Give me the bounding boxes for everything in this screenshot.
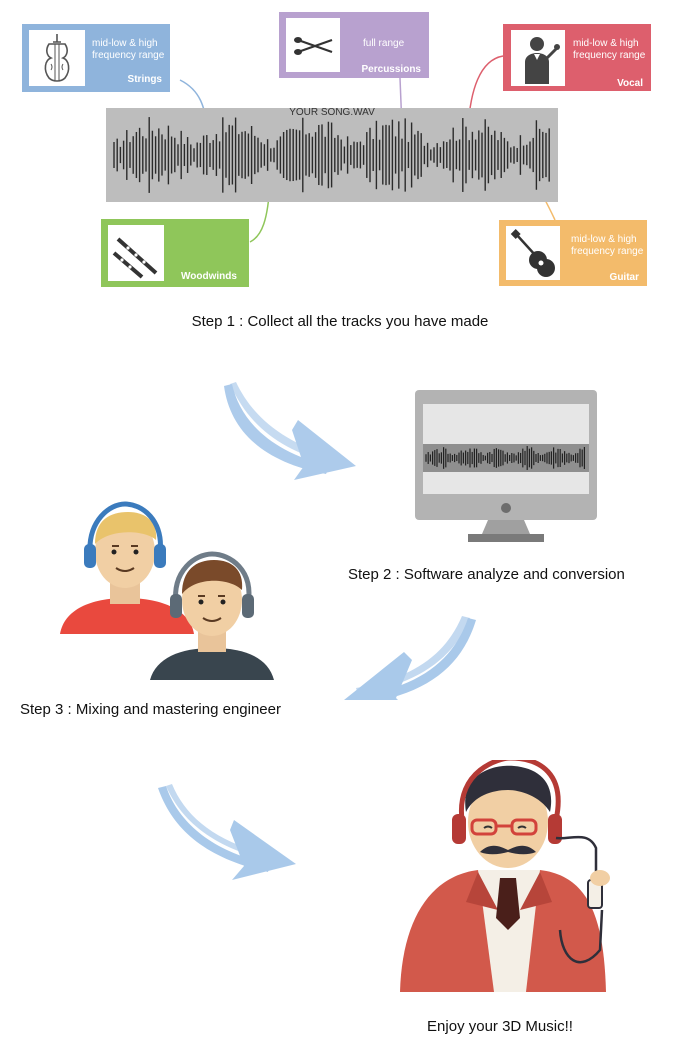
- track-card-percussions: full range Percussions: [279, 12, 429, 78]
- drumsticks-icon: [286, 18, 340, 72]
- percussions-name: Percussions: [361, 64, 421, 75]
- guitar-desc: mid-low & high frequency range: [571, 234, 644, 257]
- strings-name: Strings: [127, 74, 162, 85]
- woodwinds-name: Woodwinds: [181, 271, 237, 282]
- track-card-strings: mid-low & high frequency range Strings: [22, 24, 170, 92]
- step3-diagram: [60, 501, 476, 700]
- song-filename: YOUR SONG.WAV: [289, 107, 375, 118]
- monitor-waveform: [425, 446, 586, 470]
- percussions-desc: full range: [363, 38, 405, 49]
- guitar-icon: [506, 226, 560, 280]
- arrow-1: [224, 382, 356, 480]
- step2-label: Step 2 : Software analyze and conversion: [348, 566, 625, 583]
- engineer-1-avatar: [60, 501, 194, 634]
- arrow-3: [158, 784, 296, 880]
- song-waveform: [113, 117, 550, 193]
- strings-desc: mid-low & high frequency range: [92, 38, 165, 61]
- step1-diagram: [106, 55, 558, 243]
- engineer-2-avatar: [150, 551, 274, 680]
- track-card-guitar: mid-low & high frequency range Guitar: [499, 220, 647, 286]
- step4-label: Enjoy your 3D Music!!: [427, 1018, 573, 1035]
- track-card-woodwinds: Woodwinds: [101, 219, 249, 287]
- step1-label: Step 1 : Collect all the tracks you have…: [191, 313, 489, 330]
- flute-icon: [108, 225, 164, 281]
- arrow-2: [344, 616, 476, 700]
- monitor-icon: [415, 390, 597, 542]
- vocal-desc: mid-low & high frequency range: [573, 38, 646, 61]
- singer-icon: [511, 30, 565, 86]
- violin-icon: [29, 30, 85, 86]
- step3-label: Step 3 : Mixing and mastering engineer: [20, 701, 281, 718]
- step2-diagram: [224, 382, 597, 542]
- track-card-vocal: mid-low & high frequency range Vocal: [503, 24, 651, 91]
- vocal-name: Vocal: [617, 78, 643, 89]
- step4-diagram: [158, 760, 610, 992]
- guitar-name: Guitar: [609, 272, 639, 283]
- listener-avatar: [400, 760, 610, 992]
